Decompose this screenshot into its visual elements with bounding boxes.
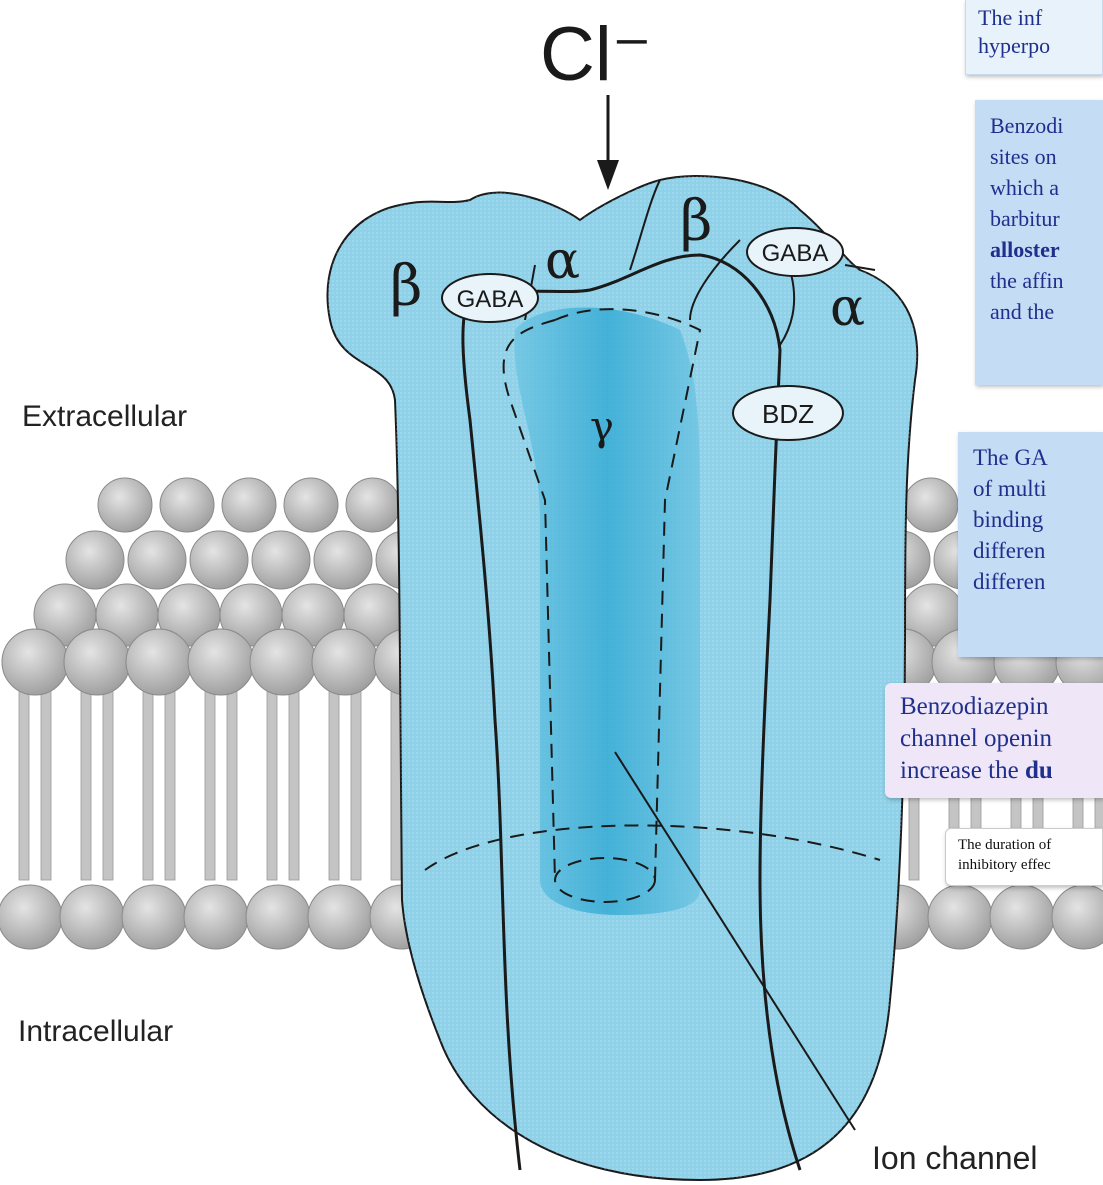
alpha-left-label: α — [545, 231, 580, 291]
lipid-head — [190, 531, 248, 589]
note2-line5: alloster — [990, 234, 1103, 265]
note3-line5: differen — [973, 566, 1103, 597]
note4-line3-bold: du — [1025, 757, 1053, 784]
lipid-head — [64, 629, 130, 695]
lipid-head — [904, 478, 958, 532]
lipid-head — [122, 885, 186, 949]
lipid-head — [928, 885, 992, 949]
note3-line4: differen — [973, 535, 1103, 566]
gaba-a-receptor: GABA GABA BDZ β α β α γ — [327, 176, 917, 1180]
lipid-tail — [143, 680, 153, 880]
lipid-tail — [165, 680, 175, 880]
note2-line4: barbitur — [990, 203, 1103, 234]
note2-line7: and the — [990, 296, 1103, 327]
lipid-tail — [19, 680, 29, 880]
lipid-head — [222, 478, 276, 532]
note5-line2: inhibitory effec — [958, 855, 1102, 875]
note4-line3: increase the du — [900, 755, 1103, 787]
ion-channel-label: Ion channel — [872, 1140, 1037, 1177]
note2-line1: Benzodi — [990, 110, 1103, 141]
note-influx-line1: The inf — [978, 4, 1102, 32]
note-benzodiazepine-sites: Benzodi sites on which a barbitur allost… — [975, 100, 1103, 385]
lipid-head — [346, 478, 400, 532]
lipid-head — [990, 885, 1054, 949]
lipid-head — [308, 885, 372, 949]
gamma-label: γ — [590, 404, 614, 450]
lipid-tail — [329, 680, 339, 880]
gaba-site-left-label: GABA — [457, 286, 524, 313]
note-channel-opening: Benzodiazepin channel openin increase th… — [885, 683, 1103, 798]
lipid-head — [126, 629, 192, 695]
lipid-tail — [81, 680, 91, 880]
lipid-head — [1052, 885, 1103, 949]
note5-line1: The duration of — [958, 835, 1102, 855]
note-influx-line2: hyperpo — [978, 32, 1102, 60]
chloride-ion-label: Cl⁻ — [540, 12, 652, 97]
extracellular-label: Extracellular — [22, 400, 187, 434]
note4-line1: Benzodiazepin — [900, 691, 1103, 723]
note-duration: The duration of inhibitory effec — [945, 828, 1103, 886]
lipid-head — [184, 885, 248, 949]
chloride-arrow-head — [597, 160, 619, 190]
lipid-head — [250, 629, 316, 695]
beta-left-label: β — [390, 254, 422, 319]
note3-line3: binding — [973, 504, 1103, 535]
lipid-head — [284, 478, 338, 532]
note2-line6: the affin — [990, 265, 1103, 296]
lipid-head — [2, 629, 68, 695]
lipid-tail — [41, 680, 51, 880]
beta-right-label: β — [680, 189, 712, 254]
lipid-head — [246, 885, 310, 949]
lipid-head — [66, 531, 124, 589]
intracellular-label: Intracellular — [18, 1015, 173, 1049]
lipid-tail — [267, 680, 277, 880]
note3-line1: The GA — [973, 442, 1103, 473]
ion-channel-pore — [514, 308, 700, 916]
note4-line2: channel openin — [900, 723, 1103, 755]
lipid-head — [314, 531, 372, 589]
lipid-tail — [205, 680, 215, 880]
lipid-head — [188, 629, 254, 695]
lipid-head — [160, 478, 214, 532]
note3-line2: of multi — [973, 473, 1103, 504]
lipid-head — [312, 629, 378, 695]
note4-line3-prefix: increase the — [900, 757, 1025, 784]
note-influx: The inf hyperpo — [965, 0, 1103, 75]
lipid-tail — [227, 680, 237, 880]
lipid-tail — [351, 680, 361, 880]
lipid-tail — [103, 680, 113, 880]
note-gaba-subunits: The GA of multi binding differen differe… — [958, 432, 1103, 657]
bdz-site-label: BDZ — [762, 399, 814, 429]
lipid-head — [0, 885, 62, 949]
lipid-head — [128, 531, 186, 589]
note2-line3: which a — [990, 172, 1103, 203]
lipid-head — [252, 531, 310, 589]
alpha-right-label: α — [830, 278, 865, 338]
lipid-head — [60, 885, 124, 949]
lipid-head — [98, 478, 152, 532]
note2-line2: sites on — [990, 141, 1103, 172]
lipid-tail — [289, 680, 299, 880]
gaba-site-right-label: GABA — [762, 240, 829, 267]
